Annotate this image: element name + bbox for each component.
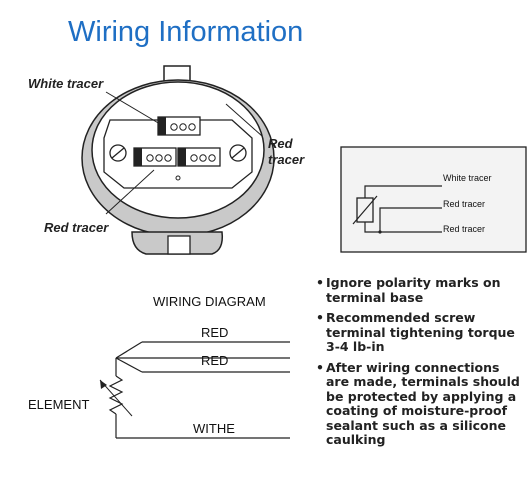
box-red-tracer-label-1: Red tracer: [443, 199, 486, 209]
screw-left: [109, 144, 127, 162]
notes-list: Ignore polarity marks on terminal base R…: [316, 275, 526, 454]
terminal-block-left: [133, 147, 177, 167]
terminal-head: [81, 65, 275, 255]
page-title: Wiring Information: [68, 16, 304, 48]
schematic-box: [340, 146, 527, 253]
red-tracer-label-top-line1: Red: [268, 136, 293, 151]
wire-label-red-2: RED: [201, 353, 229, 368]
red-tracer-label-bottom: Red tracer: [44, 220, 109, 235]
red-tracer-label-top-line2: tracer: [268, 152, 305, 167]
terminal-block-top: [157, 116, 201, 136]
wire-label-red-1: RED: [201, 325, 229, 340]
wiring-diagram: [99, 341, 290, 439]
note-item: After wiring connections are made, termi…: [316, 360, 526, 448]
wire-label-withe: WITHE: [193, 421, 235, 436]
element-label: ELEMENT: [28, 397, 90, 412]
note-item: Ignore polarity marks on terminal base: [316, 275, 526, 305]
screw-right: [229, 144, 247, 162]
note-item: Recommended screw terminal tightening to…: [316, 310, 526, 355]
wiring-diagram-title: WIRING DIAGRAM: [153, 294, 266, 309]
box-red-tracer-label-2: Red tracer: [443, 224, 486, 234]
box-white-tracer-label: White tracer: [443, 173, 492, 183]
terminal-block-right: [177, 147, 221, 167]
white-tracer-label: White tracer: [28, 76, 104, 91]
